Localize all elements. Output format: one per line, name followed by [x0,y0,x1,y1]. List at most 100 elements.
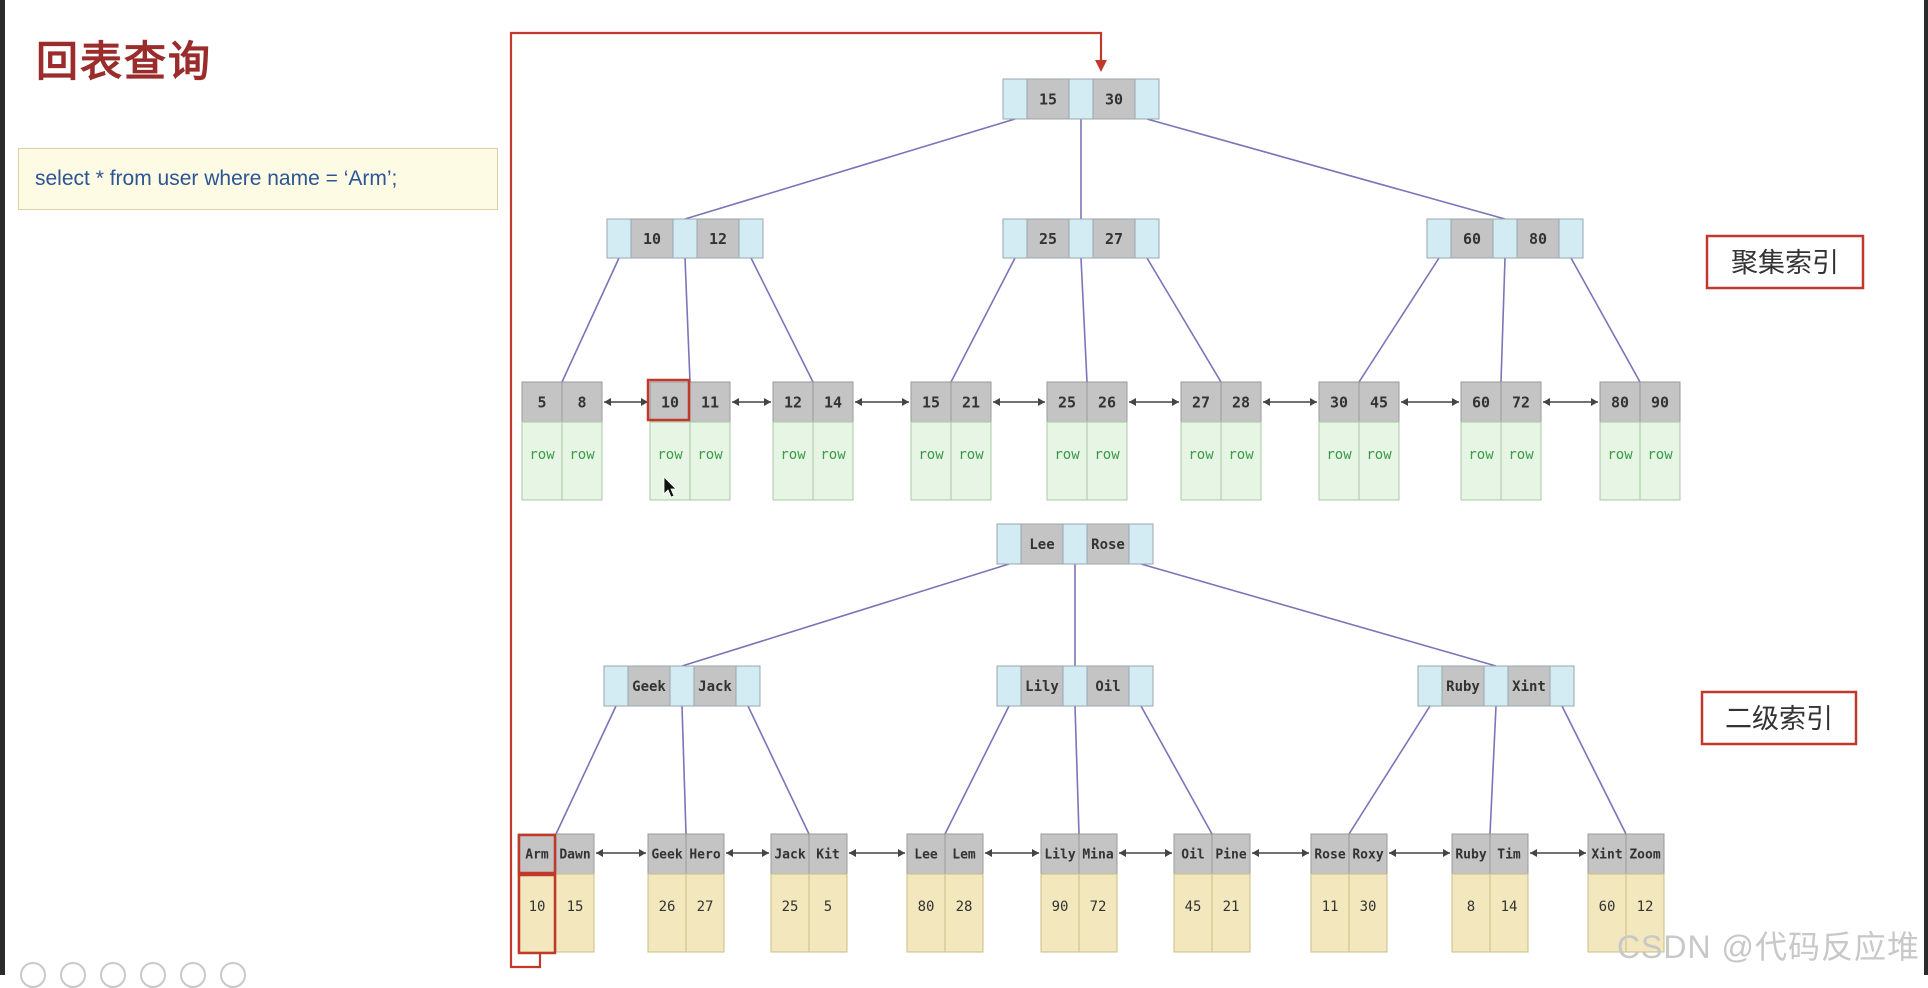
leaf-key-label: Pine [1215,848,1246,863]
zoom-icon[interactable] [140,962,166,988]
leaf-link-arrow-right [902,398,909,406]
more-icon[interactable] [220,962,246,988]
node-key-label: 25 [1039,230,1057,248]
node-pointer-cell [1002,218,1028,259]
leaf-value-cell [647,873,687,953]
node-key-label: 12 [709,230,727,248]
leaf-key-cell [950,381,992,423]
leaf-value-label: row [918,447,944,463]
leaf-key-label: 26 [1098,393,1116,411]
node-pointer-cell [996,665,1022,707]
leaf-link-arrow-right [1443,849,1450,857]
leaf-key-label: Lily [1044,848,1075,863]
leaf-value-label: 26 [659,899,676,915]
node-pointer-cell [1134,218,1160,259]
back-to-table-path [509,31,1103,969]
leaf-key-label: Geek [651,848,682,863]
node-pointer-cell [1068,78,1094,120]
leaf-key-label: 28 [1232,393,1250,411]
leaf-key-cell [1500,381,1542,423]
node-key-label: Xint [1512,679,1546,695]
leaf-value-cell [808,873,848,953]
node-pointer-cell [1062,665,1088,707]
next-icon[interactable] [180,962,206,988]
node-key-cell [1026,78,1070,120]
node-key-cell [1092,78,1136,120]
tree-edge [1140,705,1213,835]
node-pointer-cell [1128,523,1154,565]
leaf-value-label: row [1228,447,1254,463]
leaf-value-cell [1625,873,1665,953]
tree-edge [684,257,691,383]
tree-edge [1146,257,1222,383]
leaf-value-cell [1460,421,1502,501]
leaf-value-cell [521,421,563,501]
tree-edge [1074,705,1080,835]
leaf-value-label: 60 [1599,899,1616,915]
node-pointer-cell [669,665,695,707]
leaf-key-label: Mina [1082,848,1113,863]
leaf-value-cell [772,421,814,501]
leaf-value-label: 27 [697,899,714,915]
leaf-link-arrow-right [1310,398,1317,406]
mouse-cursor-icon [663,476,677,498]
node-pointer-cell [603,665,629,707]
tree-edge [750,257,814,383]
node-pointer-cell [1417,665,1443,707]
tree-edge [555,705,617,835]
leaf-value-label: row [1326,447,1352,463]
leaf-link-arrow-right [1165,849,1172,857]
node-key-label: 80 [1529,230,1547,248]
leaf-key-cell [685,833,725,875]
leaf-link-arrow-left [1263,398,1270,406]
node-key-label: Ruby [1446,679,1480,695]
leaf-value-cell [812,421,854,501]
leaf-key-label: Rose [1314,848,1345,863]
node-pointer-cell [1002,78,1028,120]
leaf-key-cell [517,833,557,875]
leaf-key-label: Kit [816,848,839,863]
tree-edge [950,257,1016,383]
sql-query-text: select * from user where name = ‘Arm’; [35,167,398,190]
leaf-key-label: Dawn [559,848,590,863]
tree-edge [1570,257,1641,383]
leaf-link-arrow-left [993,398,1000,406]
leaf-key-cell [1348,833,1388,875]
node-key-label: 30 [1105,90,1123,108]
leaf-value-label: 45 [1185,899,1202,915]
leaf-value-label: 10 [529,899,546,915]
csdn-watermark: CSDN @代码反应堆 [1616,929,1920,965]
node-key-cell [1516,218,1560,259]
leaf-value-label: 21 [1223,899,1240,915]
node-pointer-cell [1492,218,1518,259]
window-right-edge [1924,0,1928,975]
node-key-label: Oil [1095,679,1120,695]
leaf-value-label: row [1366,447,1392,463]
leaf-link-arrow-left [1543,398,1550,406]
leaf-value-label: row [780,447,806,463]
node-pointer-cell [1483,665,1509,707]
leaf-key-label: Lem [952,848,976,863]
leaf-value-label: row [820,447,846,463]
slides-icon[interactable] [100,962,126,988]
previous-icon[interactable] [20,962,46,988]
leaf-links [596,398,1598,857]
leaf-key-cell [1220,381,1262,423]
leaf-key-label: Ruby [1455,848,1486,863]
leaf-value-cell [685,873,725,953]
leaf-value-label: 12 [1637,899,1654,915]
leaf-key-label: Roxy [1352,848,1383,863]
leaf-value-cell [1180,421,1222,501]
leaf-value-label: row [1647,447,1673,463]
leaf-link-arrow-left [1119,849,1126,857]
pen-icon[interactable] [60,962,86,988]
leaf-value-cell [906,873,946,953]
